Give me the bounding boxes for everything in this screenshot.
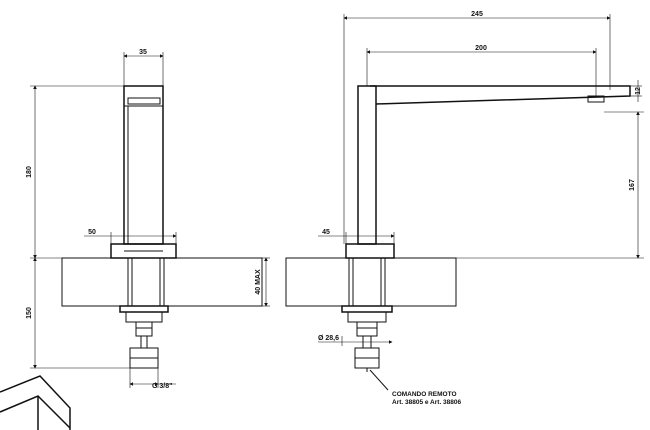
corner-box-partial bbox=[0, 375, 71, 430]
remote-cable bbox=[366, 368, 389, 391]
dim-counter-max: 40 MAX bbox=[255, 269, 262, 295]
dim-spout-clearance: 167 bbox=[629, 179, 636, 191]
dim-thread-right: Ø 28,6 bbox=[318, 335, 339, 342]
spout bbox=[370, 85, 631, 105]
aerator-left bbox=[127, 97, 161, 105]
side-view: 245 200 12 167 45 Ø 28,6 COMANDO REMOTO … bbox=[285, 11, 644, 406]
front-view: 35 180 50 150 40 MAX G 3/8" bbox=[26, 49, 270, 390]
dim-below-left: 150 bbox=[26, 307, 33, 319]
dim-spout-reach: 200 bbox=[475, 45, 487, 52]
dim-base-right: 45 bbox=[322, 229, 330, 236]
faucet-body-left bbox=[123, 85, 164, 245]
faucet-body-right bbox=[357, 85, 377, 245]
dim-overall-length: 245 bbox=[471, 11, 483, 18]
base-plate-right bbox=[345, 243, 395, 259]
dim-spout-height: 12 bbox=[635, 87, 642, 95]
dim-base-left: 50 bbox=[88, 229, 96, 236]
remote-note-line2: Art. 38805 e Art. 38806 bbox=[392, 399, 462, 406]
dim-thread-left: G 3/8" bbox=[152, 383, 172, 390]
dim-height-left: 180 bbox=[26, 166, 33, 178]
dim-top-width: 35 bbox=[139, 49, 147, 56]
remote-note-line1: COMANDO REMOTO bbox=[392, 391, 457, 398]
